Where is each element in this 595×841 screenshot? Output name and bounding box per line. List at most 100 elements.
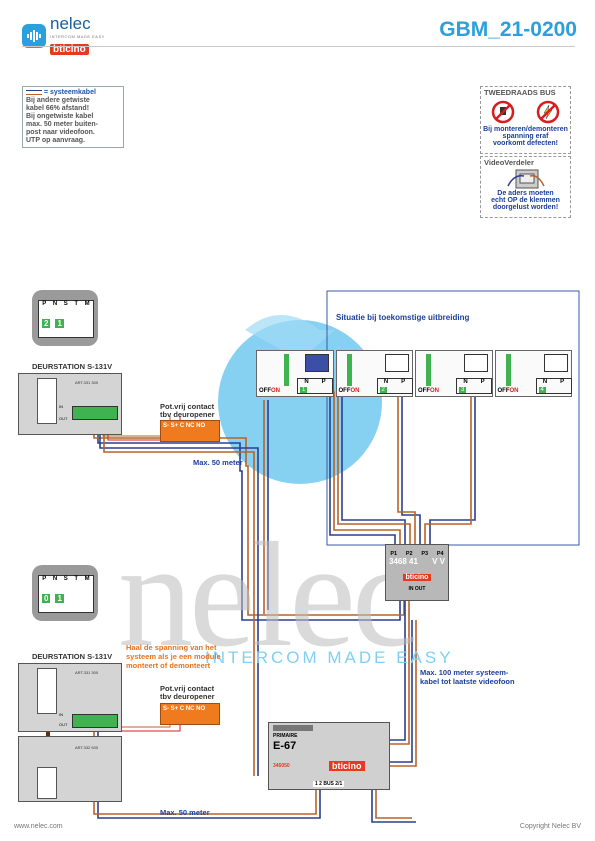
- module-model: ART.331 300: [75, 670, 99, 675]
- document-code: GBM_21-0200: [439, 18, 577, 41]
- distributor-out: OUT: [414, 586, 426, 592]
- doorstation-bottom: ART.331 300 IN OUT: [18, 663, 122, 732]
- distributor-code: 3468 41: [389, 557, 418, 566]
- warning-text: Bij monteren/demonteren: [483, 126, 568, 133]
- max-100-note: Max. 100 meter systeem- kabel tot laatst…: [420, 668, 515, 686]
- switch-label: P: [42, 576, 47, 582]
- out-label: OUT: [59, 416, 68, 421]
- watermark-text: nelec: [118, 512, 418, 678]
- footer-website: www.nelec.com: [14, 823, 63, 830]
- warning-text: voorkomt defecten!: [493, 140, 558, 147]
- legend-line: post naar videofoon.: [26, 129, 95, 136]
- power-note-line: systeem als je een module: [126, 652, 221, 661]
- splitter-text: echt OP de klemmen: [491, 197, 560, 204]
- monitor-terminal-icon: [284, 354, 289, 386]
- psu-terms: 1 2 BUS 2/1: [313, 781, 345, 787]
- cable-legend: = systeemkabel Bij andere getwiste kabel…: [22, 86, 124, 148]
- splitter-note-box: VideoVerdeler De aders moeten echt OP de…: [480, 156, 571, 218]
- brand-tagline: INTERCOM MADE EASY: [50, 34, 105, 39]
- warning-text: spanning eraf: [502, 133, 549, 140]
- port-label: P4: [436, 551, 444, 557]
- monitor-terminal-icon: [426, 354, 431, 386]
- monitor-p-label: P: [321, 379, 326, 385]
- switch-value: 2: [42, 319, 51, 328]
- distributor-vv: V V: [432, 557, 445, 566]
- monitor-n-label: N: [542, 379, 548, 385]
- power-supply: PRIMAIRE E-67 346050 bticino 1 2 BUS 2/1: [268, 722, 390, 790]
- monitor-screen-icon: [543, 354, 568, 372]
- power-note-line: Haal de spanning van het: [126, 643, 217, 652]
- switch-label: S: [63, 301, 68, 307]
- watermark-tagline: INTERCOM MADE EASY: [205, 648, 454, 667]
- psu-code: 346050: [273, 763, 290, 769]
- doorstation-bottom-label: DEURSTATION S-131V: [32, 652, 113, 661]
- max-100-line: kabel tot laatste videofoon: [420, 677, 515, 686]
- doorstation-top: ART.331 300 IN OUT: [18, 373, 122, 435]
- switch-label: M: [84, 301, 90, 307]
- power-note-line: monteert of demonteert: [126, 661, 211, 670]
- monitor-on-label: ON: [350, 388, 360, 394]
- no-power-icon: [536, 100, 559, 124]
- monitor-screen-icon: [305, 354, 329, 372]
- bus-warning-title: TWEEDRAADS BUS: [484, 88, 556, 97]
- monitor-address: 2: [379, 387, 387, 393]
- footer-copyright: Copyright Nelec BV: [519, 823, 581, 830]
- monitor-on-label: ON: [509, 388, 519, 394]
- max-50-top: Max. 50 meter: [193, 458, 243, 467]
- distributor-in: IN: [408, 586, 414, 592]
- brand-logo: nelec INTERCOM MADE EASY bticino: [22, 14, 105, 57]
- terminal-block: [72, 406, 118, 420]
- monitor-off-label: OFF: [418, 388, 430, 394]
- psu-terminals-top: [273, 725, 313, 731]
- legend-line: Bij andere getwiste: [26, 97, 90, 104]
- relay-terms: S- S+ C NC NO: [163, 706, 206, 712]
- monitor-screen-icon: [384, 354, 409, 372]
- out-label: OUT: [59, 722, 68, 727]
- module-model: ART.332 500: [75, 745, 99, 750]
- no-plug-icon: [492, 100, 515, 124]
- monitor-p-label: P: [401, 379, 406, 385]
- switch-label: N: [52, 576, 58, 582]
- dip-switches-top: P N S T M 2 1: [32, 290, 98, 346]
- splitter-text: doorgelust worden!: [492, 204, 559, 211]
- switch-label: T: [74, 301, 79, 307]
- legend-line: max. 50 meter buiten-: [26, 121, 98, 128]
- switch-value: 1: [55, 594, 64, 603]
- dip-switches-bottom: P N S T M 0 1: [32, 565, 98, 621]
- switch-label: T: [74, 576, 79, 582]
- relay-top: S- S+ C NC NO: [160, 420, 220, 442]
- monitor-n-label: N: [304, 379, 309, 385]
- header-divider: [22, 46, 575, 47]
- bus-warning-box: TWEEDRAADS BUS Bij monteren/demonteren s…: [480, 86, 571, 154]
- doorstation-bottom-module2: ART.332 500: [18, 736, 122, 802]
- port-label: P2: [405, 551, 413, 557]
- psu-primary: PRIMAIRE: [273, 733, 298, 739]
- systemcable-line-icon: [26, 89, 42, 95]
- video-distributor: P1 P2 P3 P4 3468 41 V V bticino IN OUT: [385, 544, 449, 601]
- switch-value: 0: [42, 594, 51, 603]
- power-note: Haal de spanning van het systeem als je …: [126, 643, 221, 670]
- switch-label: N: [52, 301, 58, 307]
- legend-line: Bij ongetwiste kabel: [26, 113, 94, 120]
- psu-brand: bticino: [329, 761, 365, 771]
- psu-model: E-67: [273, 740, 297, 752]
- nelec-logo-icon: [22, 23, 46, 48]
- switch-label: P: [42, 301, 47, 307]
- monitor-terminal-icon: [346, 354, 352, 386]
- monitor-off-label: OFF: [497, 388, 510, 394]
- relay-label-line: Pot.vrij contact: [160, 402, 215, 411]
- distributor-brand: bticino: [402, 574, 432, 581]
- in-label: IN: [59, 712, 63, 717]
- switch-label: S: [63, 576, 68, 582]
- splitter-text: De aders moeten: [497, 190, 554, 197]
- splitter-terminal-icon: [506, 169, 545, 189]
- relay-top-label: Pot.vrij contact tbv deuropener: [160, 403, 215, 419]
- expansion-area: [326, 290, 580, 546]
- relay-terms: S- S+ C NC NO: [163, 423, 206, 429]
- expansion-label: Situatie bij toekomstige uitbreiding: [336, 313, 470, 322]
